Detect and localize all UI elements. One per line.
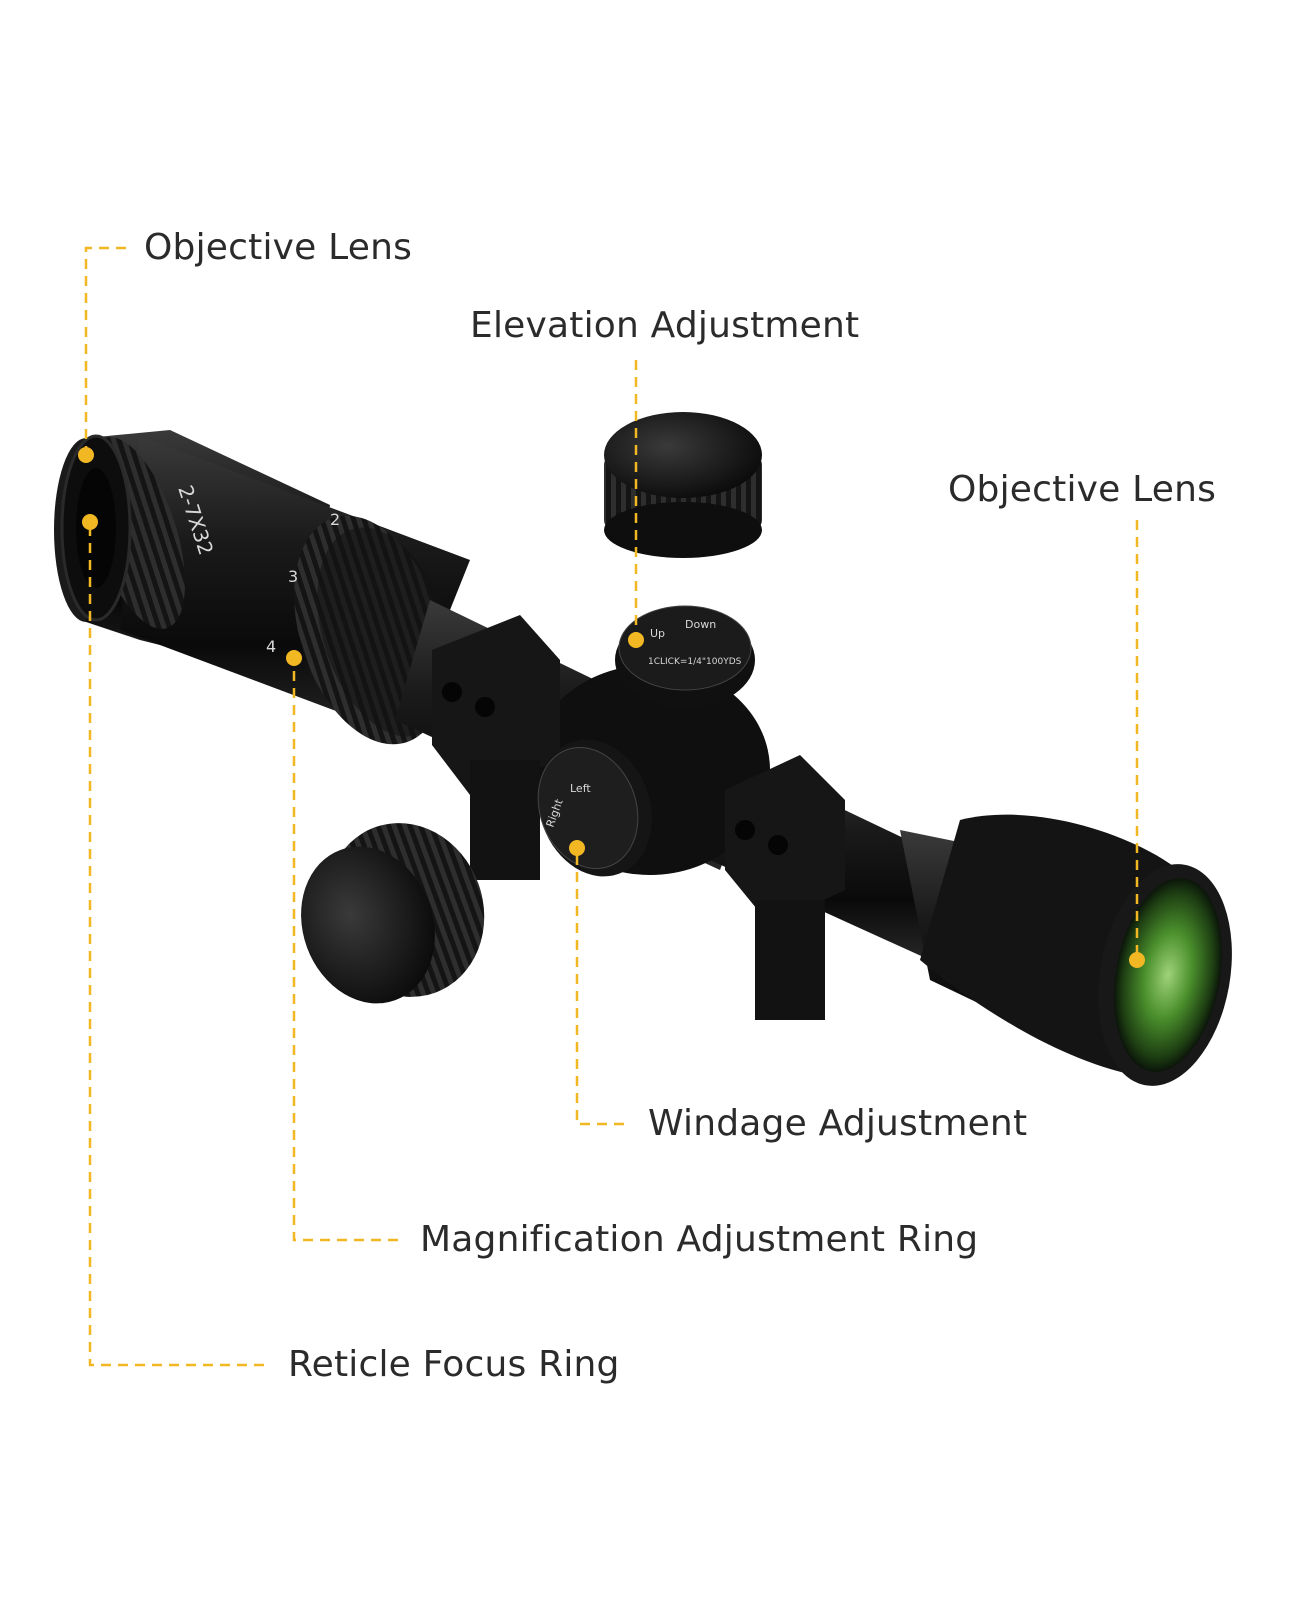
elevation-cap — [604, 412, 762, 558]
objective-bell — [900, 814, 1232, 1086]
dot-objective-left — [78, 447, 94, 463]
elevation-down-text: Down — [685, 618, 716, 631]
label-magnification-adjustment-ring: Magnification Adjustment Ring — [420, 1219, 979, 1260]
callout-anchor-dots — [78, 447, 1145, 968]
scope-ring-rear — [432, 615, 560, 880]
leader-magnification — [292, 658, 398, 1242]
dot-windage — [569, 840, 585, 856]
windage-turret: Left Right — [537, 739, 652, 877]
label-objective-lens-right: Objective Lens — [948, 469, 1217, 510]
leader-objective-left — [84, 246, 126, 455]
label-objective-lens-left: Objective Lens — [144, 227, 413, 268]
label-reticle-focus-ring: Reticle Focus Ring — [288, 1344, 620, 1385]
dot-reticle — [82, 514, 98, 530]
mag-number-3: 3 — [288, 567, 298, 586]
windage-left-text: Left — [570, 782, 591, 795]
dot-elevation — [628, 632, 644, 648]
elevation-click-text: 1CLICK=1/4"100YDS — [648, 657, 742, 667]
dot-magnification — [286, 650, 302, 666]
label-windage-adjustment: Windage Adjustment — [648, 1103, 1028, 1144]
label-elevation-adjustment: Elevation Adjustment — [470, 305, 860, 346]
callout-leader-lines — [84, 246, 1139, 1367]
objective-lens-glass — [1114, 878, 1222, 1072]
elevation-up-text: Up — [650, 627, 665, 640]
leader-reticle — [88, 522, 264, 1367]
scope-ring-front — [725, 755, 845, 1020]
elevation-turret: Up Down 1CLICK=1/4"100YDS — [615, 605, 755, 708]
mag-number-4: 4 — [266, 637, 276, 656]
dot-objective-right — [1129, 952, 1145, 968]
windage-cap — [301, 823, 485, 1004]
leader-windage — [575, 848, 624, 1126]
mag-number-2: 2 — [330, 510, 340, 529]
